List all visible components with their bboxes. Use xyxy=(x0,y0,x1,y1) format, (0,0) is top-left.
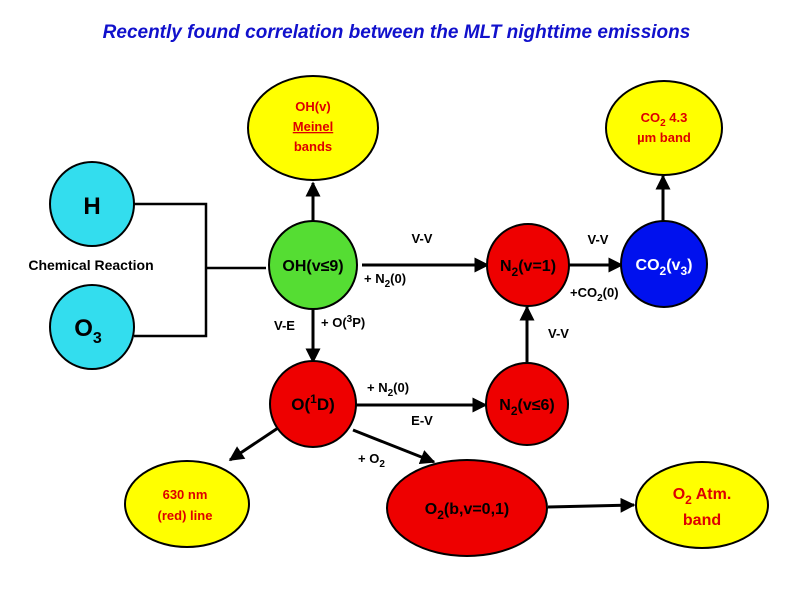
svg-text:band: band xyxy=(683,512,721,529)
label-vv-top-left: V-V xyxy=(412,231,433,246)
label-n2-0-mid: + N2(0) xyxy=(367,380,409,399)
arrow-o1d-to-redline xyxy=(228,426,279,462)
label-plus-o2: + O2 xyxy=(358,451,385,470)
svg-text:Meinel: Meinel xyxy=(293,119,333,134)
label-ev: E-V xyxy=(411,413,433,428)
node-o1d: O(1D) xyxy=(269,360,357,448)
arrow-o1d-to-o2bv xyxy=(352,428,436,465)
node-o3: O3 xyxy=(49,284,135,370)
node-o3-label: O3 xyxy=(74,315,102,347)
svg-text:µm band: µm band xyxy=(637,130,691,145)
node-o2-atm: O2 Atm. band xyxy=(635,461,769,549)
node-co2-band: CO2 4.3 µm band xyxy=(605,80,723,176)
node-h-label: H xyxy=(83,193,100,220)
diagram-title: Recently found correlation between the M… xyxy=(102,22,691,43)
node-n2-v1-label: N2(v=1) xyxy=(500,258,556,279)
label-vv-top-right: V-V xyxy=(588,232,609,247)
node-oh-meinel: OH(v) Meinel bands xyxy=(247,75,379,181)
label-vv-vertical: V-V xyxy=(548,326,569,341)
node-red-line: 630 nm (red) line xyxy=(124,460,250,548)
arrow-o2bv-to-atm xyxy=(547,497,636,513)
label-n2-0-top: + N2(0) xyxy=(364,271,406,290)
svg-text:bands: bands xyxy=(294,139,332,154)
node-o1d-label: O(1D) xyxy=(291,392,335,414)
node-n2-v6-label: N2(v≤6) xyxy=(499,397,554,418)
node-o2-bv-label: O2(b,v=0,1) xyxy=(425,501,510,522)
node-oh-v9: OH(v≤9) xyxy=(268,220,358,310)
node-n2-v1: N2(v=1) xyxy=(486,223,570,307)
node-n2-v6: N2(v≤6) xyxy=(485,362,569,446)
reaction-bracket xyxy=(134,202,266,338)
label-ve: V-E xyxy=(274,318,295,333)
label-co2-0: +CO2(0) xyxy=(570,285,619,304)
node-h: H xyxy=(49,161,135,247)
node-oh-v9-label: OH(v≤9) xyxy=(282,258,343,275)
svg-text:(red) line: (red) line xyxy=(158,508,213,523)
svg-text:OH(v): OH(v) xyxy=(295,99,330,114)
chemical-reaction-label: Chemical Reaction xyxy=(28,257,153,273)
node-co2-v3: CO2(v3) xyxy=(620,220,708,308)
node-co2-v3-label: CO2(v3) xyxy=(636,257,693,278)
node-o2-bv: O2(b,v=0,1) xyxy=(386,459,548,557)
label-o3p: + O(3P) xyxy=(321,314,365,330)
svg-text:CO2 4.3: CO2 4.3 xyxy=(641,110,688,129)
svg-text:O2 Atm.: O2 Atm. xyxy=(673,486,732,507)
svg-text:630 nm: 630 nm xyxy=(163,487,208,502)
